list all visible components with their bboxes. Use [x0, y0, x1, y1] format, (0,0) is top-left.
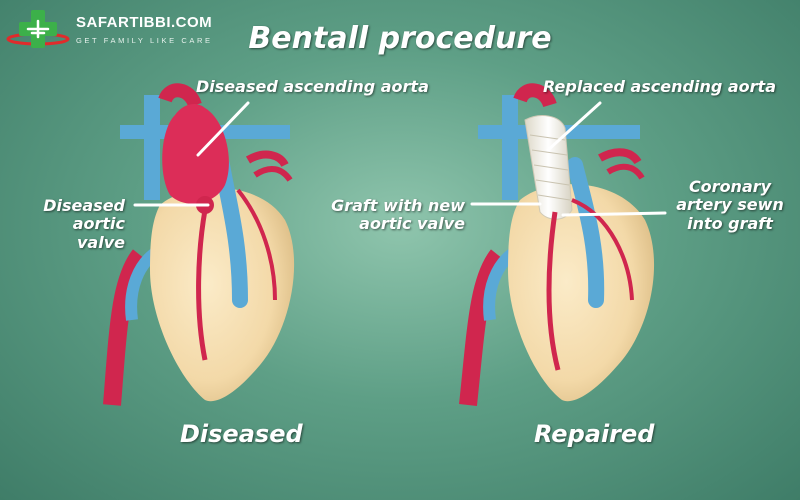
page-title: Bentall procedure — [248, 21, 552, 56]
logo-tagline: GET FAMILY LIKE CARE — [76, 36, 213, 45]
label-line: Graft with new — [331, 196, 465, 215]
label-line: Diseased — [43, 196, 125, 215]
label-line: into graft — [687, 213, 773, 233]
label-line: aortic valve — [359, 214, 465, 234]
caption-repaired: Repaired — [534, 420, 655, 448]
label-coronary-artery-sewn-into-graft: Coronary artery sewn into graft — [670, 177, 790, 233]
label-line: artery sewn — [676, 195, 784, 215]
site-logo[interactable]: SAFARTIBBI.COM GET FAMILY LIKE CARE — [6, 8, 216, 53]
leader-lines — [133, 101, 667, 217]
logo-name: SAFARTIBBI.COM — [76, 14, 213, 31]
caption-diseased: Diseased — [180, 420, 303, 448]
label-diseased-ascending-aorta: Diseased ascending aorta — [196, 77, 429, 96]
label-line: Coronary — [688, 177, 772, 196]
diseased-heart — [103, 83, 295, 406]
label-diseased-aortic-valve: Diseased aortic valve — [22, 196, 125, 252]
medical-cross-plane-icon — [6, 10, 70, 48]
label-line: aortic valve — [72, 214, 125, 252]
label-graft-with-new-aortic-valve: Graft with new aortic valve — [320, 196, 465, 234]
repaired-heart — [459, 83, 655, 406]
label-replaced-ascending-aorta: Replaced ascending aorta — [543, 77, 776, 96]
